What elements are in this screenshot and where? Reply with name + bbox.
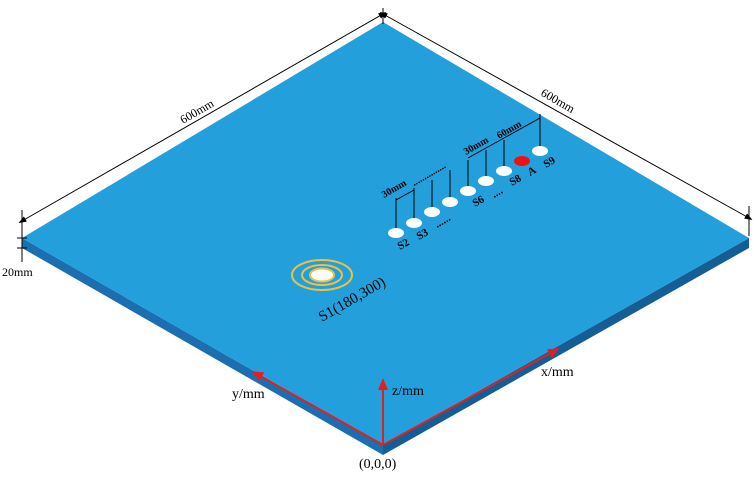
source-s1-marker <box>291 259 353 291</box>
x-axis-arrow <box>382 348 560 446</box>
plate-edge-right <box>383 238 749 455</box>
sensor-s4 <box>442 197 458 207</box>
dimension-label-20mm: 20mm <box>2 265 33 279</box>
plate-edge-left <box>22 238 383 455</box>
dimension-20mm: 20mm <box>2 234 33 279</box>
sensor-s3a <box>406 218 422 228</box>
sensor-s7 <box>496 166 512 176</box>
sensor-s2 <box>388 228 404 238</box>
origin-label: (0,0,0) <box>359 457 397 472</box>
sensor-s9 <box>532 146 548 156</box>
dimension-label-600mm-left: 600mm <box>178 96 217 127</box>
sensor-s3b <box>424 207 440 217</box>
source-ring-outer <box>291 259 353 291</box>
sensor-s5 <box>460 186 476 196</box>
source-ring-middle <box>301 264 343 286</box>
z-axis-label: z/mm <box>392 384 424 399</box>
sensor-a-target <box>514 156 530 166</box>
y-axis-label: y/mm <box>232 387 265 402</box>
y-axis-arrow <box>251 371 384 446</box>
plate-top-face <box>22 22 749 445</box>
sensor-s6 <box>478 176 494 186</box>
sensor-spacing-leaders <box>395 114 541 228</box>
axes <box>251 348 560 446</box>
source-core <box>316 271 328 279</box>
x-axis-label: x/mm <box>541 365 574 380</box>
sensor-array <box>388 146 548 238</box>
